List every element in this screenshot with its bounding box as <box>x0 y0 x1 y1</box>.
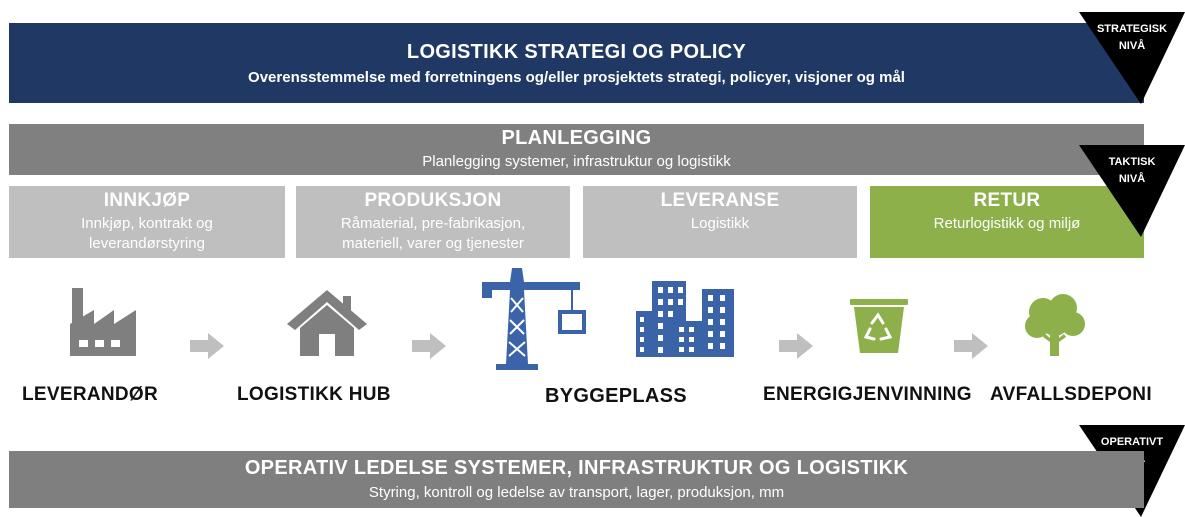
operational-subtitle: Styring, kontroll og ledelse av transpor… <box>368 484 785 501</box>
triangle-shape <box>1079 145 1185 237</box>
node-label-site: BYGGEPLASS <box>545 385 687 407</box>
planning-band: PLANLEGGING Planlegging systemer, infras… <box>9 124 1144 175</box>
planning-subtitle: Planlegging systemer, infrastruktur og l… <box>422 153 731 170</box>
level-tactical-marker: TAKTISK NIVÅ <box>1075 145 1185 237</box>
area-description-line: Råmaterial, pre-fabrikasjon, <box>340 215 526 232</box>
area-title: RETUR <box>973 190 1041 211</box>
level-strategic-marker: STRATEGISK NIVÅ <box>1075 12 1185 104</box>
arrow-right-icon <box>412 333 446 359</box>
strategic-title: LOGISTIKK STRATEGI OG POLICY <box>406 41 747 63</box>
level-label: TAKTISK <box>1108 156 1156 168</box>
level-label: NIVÅ <box>1118 40 1146 52</box>
operational-title: OPERATIV LEDELSE SYSTEMER, INFRASTRUKTUR… <box>244 457 909 479</box>
tree-icon <box>1025 294 1085 356</box>
factory-icon <box>70 288 136 356</box>
area-description-line: Innkjøp, kontrakt og <box>81 215 213 232</box>
area-retur: RETUR Returlogistikk og miljø <box>870 186 1144 258</box>
arrow-right-icon <box>190 333 224 359</box>
node-label-energy: ENERGIGJENVINNING <box>763 384 972 405</box>
strategic-band: LOGISTIKK STRATEGI OG POLICY Overensstem… <box>9 23 1144 103</box>
planning-title: PLANLEGGING <box>501 127 652 149</box>
crane-icon <box>482 268 586 370</box>
level-label: NIVÅ <box>1118 173 1146 185</box>
level-label: OPERATIVT <box>1100 436 1164 448</box>
area-title: LEVERANSE <box>660 190 780 211</box>
arrow-right-icon <box>779 333 813 359</box>
area-description-line: leverandørstyring <box>89 235 205 252</box>
house-icon <box>287 290 367 356</box>
area-description-line: Returlogistikk og miljø <box>933 215 1081 232</box>
node-label-supplier: LEVERANDØR <box>22 384 159 405</box>
recycle-bin-icon <box>850 299 908 353</box>
level-label: STRATEGISK <box>1096 23 1168 35</box>
arrow-right-icon <box>954 333 988 359</box>
triangle-shape <box>1079 12 1185 104</box>
area-produksjon: PRODUKSJON Råmaterial, pre-fabrikasjon, … <box>296 186 570 258</box>
area-innkjop: INNKJØP Innkjøp, kontrakt og leverandørs… <box>9 186 285 258</box>
area-leveranse: LEVERANSE Logistikk <box>583 186 857 258</box>
operational-band: OPERATIV LEDELSE SYSTEMER, INFRASTRUKTUR… <box>9 451 1144 508</box>
buildings-icon <box>636 281 734 357</box>
strategic-subtitle: Overensstemmelse med forretningens og/el… <box>248 69 905 86</box>
area-description-line: Logistikk <box>690 215 750 232</box>
area-title: INNKJØP <box>103 190 191 211</box>
node-label-landfill: AVFALLSDEPONI <box>990 384 1152 405</box>
area-title: PRODUKSJON <box>364 190 502 211</box>
area-description-line: materiell, varer og tjenester <box>342 235 524 252</box>
node-label-hub: LOGISTIKK HUB <box>237 384 391 405</box>
